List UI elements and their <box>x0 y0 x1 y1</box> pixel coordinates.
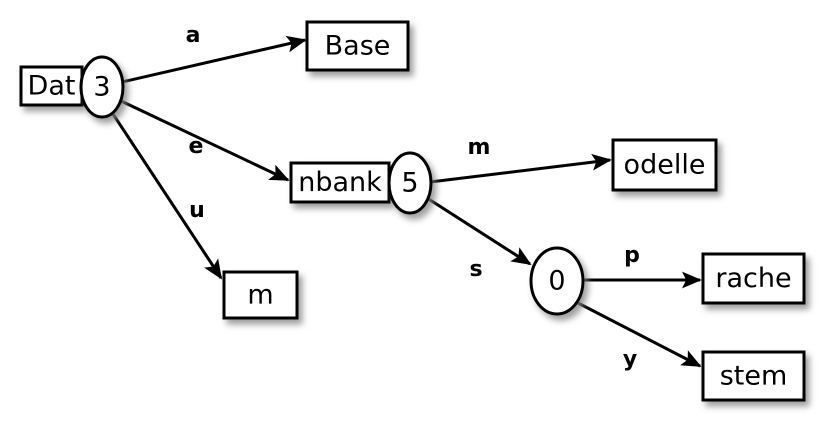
node-rect[interactable] <box>19 65 84 107</box>
node-ellipse[interactable] <box>387 151 433 215</box>
edge-u <box>111 113 223 280</box>
edge-label-e: e <box>189 134 204 159</box>
node-odelle[interactable]: odelle <box>611 138 718 192</box>
edge-line <box>426 196 532 266</box>
node-rect[interactable] <box>611 138 718 192</box>
node-rect[interactable] <box>222 270 299 320</box>
node-label: stem <box>720 361 788 392</box>
edge-a <box>121 35 307 84</box>
edge-label-s: s <box>469 257 482 282</box>
node-label: rache <box>715 263 791 294</box>
node-nbank[interactable]: nbank <box>289 161 391 204</box>
edge-m <box>429 153 612 184</box>
node-rect[interactable] <box>701 252 806 305</box>
edge-s <box>426 196 532 266</box>
node-label: Dat <box>28 71 76 102</box>
node-0[interactable]: 0 <box>529 246 585 316</box>
node-dat[interactable]: Dat <box>19 65 84 107</box>
node-stem[interactable]: stem <box>701 350 806 402</box>
node-label: m <box>247 280 273 311</box>
node-base[interactable]: Base <box>305 20 410 72</box>
node-rect[interactable] <box>701 350 806 402</box>
edge-line <box>111 113 223 280</box>
edge-line <box>429 153 612 184</box>
node-label: 0 <box>548 266 565 297</box>
node-rache[interactable]: rache <box>701 252 806 305</box>
edge-label-u: u <box>189 198 205 223</box>
edge-e <box>120 99 290 182</box>
node-label: Base <box>325 31 391 62</box>
node-label: nbank <box>298 167 382 198</box>
node-rect[interactable] <box>305 20 410 72</box>
nodes-layer: Dat 3 Base nbank 5 m odelle 0 rache stem <box>19 20 806 402</box>
edge-line <box>577 301 702 368</box>
edge-label-m: m <box>468 135 491 160</box>
node-label: 5 <box>401 168 418 199</box>
edge-y <box>577 301 702 368</box>
edge-label-y: y <box>623 347 637 372</box>
node-label: odelle <box>624 150 706 181</box>
node-ellipse[interactable] <box>79 55 125 119</box>
node-3[interactable]: 3 <box>79 55 125 119</box>
node-m_box[interactable]: m <box>222 270 299 320</box>
node-5[interactable]: 5 <box>387 151 433 215</box>
edge-label-p: p <box>624 243 640 268</box>
edge-labels-layer: a e u m s p y <box>186 23 640 372</box>
edge-line <box>120 99 290 182</box>
edge-label-a: a <box>186 23 201 48</box>
edges-layer <box>111 35 702 368</box>
edge-line <box>121 35 307 84</box>
node-rect[interactable] <box>289 161 391 204</box>
node-label: 3 <box>93 72 110 103</box>
node-ellipse[interactable] <box>529 246 585 316</box>
